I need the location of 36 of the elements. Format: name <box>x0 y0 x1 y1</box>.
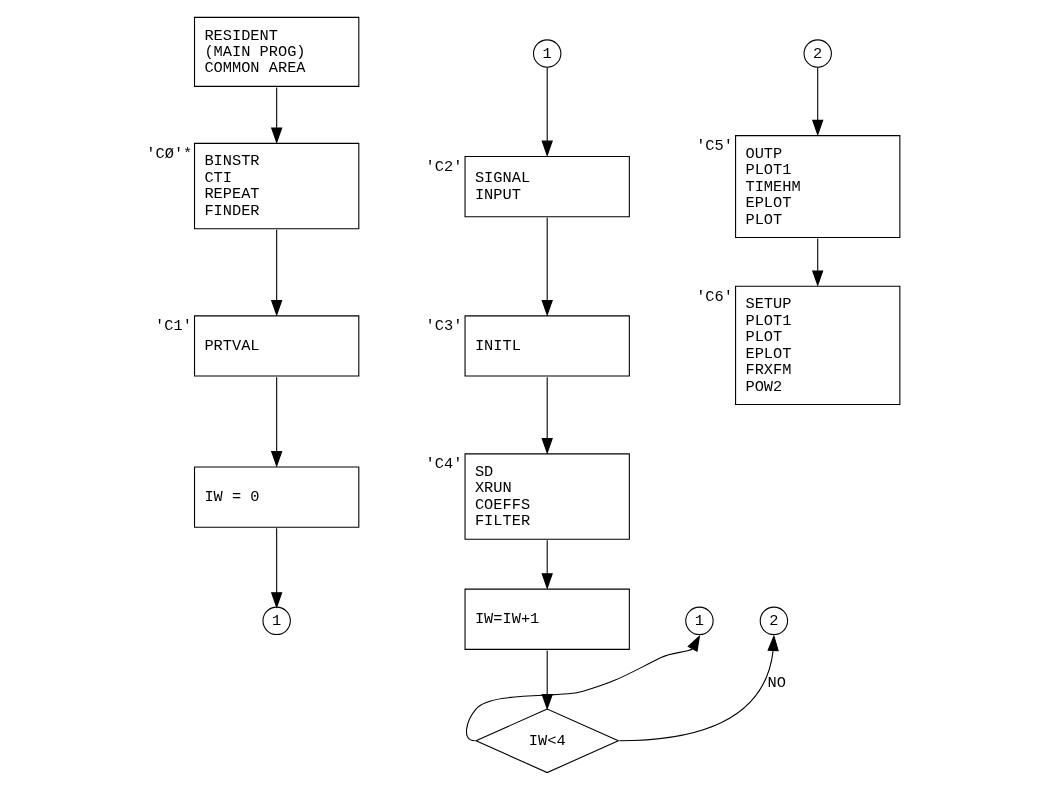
node-box: PRTVAL <box>193 315 360 377</box>
node-label: 'C3' <box>425 317 463 336</box>
arrow <box>541 66 553 158</box>
node-diamond: IW<4 <box>474 708 620 774</box>
node-circle: 2 <box>759 606 789 636</box>
node-box: INITL <box>464 315 630 377</box>
arrow <box>270 527 283 609</box>
arrow <box>270 376 283 468</box>
edge-label: NO <box>767 674 786 693</box>
node-box: SD XRUN COEFFS FILTER <box>464 453 630 540</box>
node-box: OUTP PLOT1 TIMEHM EPLOT PLOT <box>735 135 901 239</box>
node-label: 'C4' <box>425 455 463 474</box>
node-box: SIGNAL INPUT <box>464 155 630 218</box>
node-circle: 1 <box>532 39 562 68</box>
node-circle: 2 <box>803 39 832 68</box>
node-box: SETUP PLOT1 PLOT EPLOT FRXFM POW2 <box>735 285 901 406</box>
arrow <box>270 86 283 144</box>
arrow <box>541 217 553 317</box>
node-box: RESIDENT (MAIN PROG) COMMON AREA <box>193 16 360 87</box>
node-label: 'C2' <box>425 157 463 176</box>
node-box: BINSTR CTI REPEAT FINDER <box>193 142 360 230</box>
node-label: 'C5' <box>696 137 733 156</box>
arrow <box>541 376 553 455</box>
arrow <box>618 634 779 742</box>
node-box: IW=IW+1 <box>464 588 630 650</box>
node-label: 'CØ'* <box>146 144 193 163</box>
arrow <box>270 229 283 317</box>
node-label: 'C6' <box>696 287 733 306</box>
arrow <box>811 238 824 287</box>
node-circle: 1 <box>262 606 291 636</box>
arrow <box>541 539 553 590</box>
node-box: IW = 0 <box>193 466 360 528</box>
arrow <box>811 66 824 137</box>
node-label: 'C1' <box>155 317 192 336</box>
node-circle: 1 <box>685 606 714 636</box>
arrow <box>465 634 701 742</box>
